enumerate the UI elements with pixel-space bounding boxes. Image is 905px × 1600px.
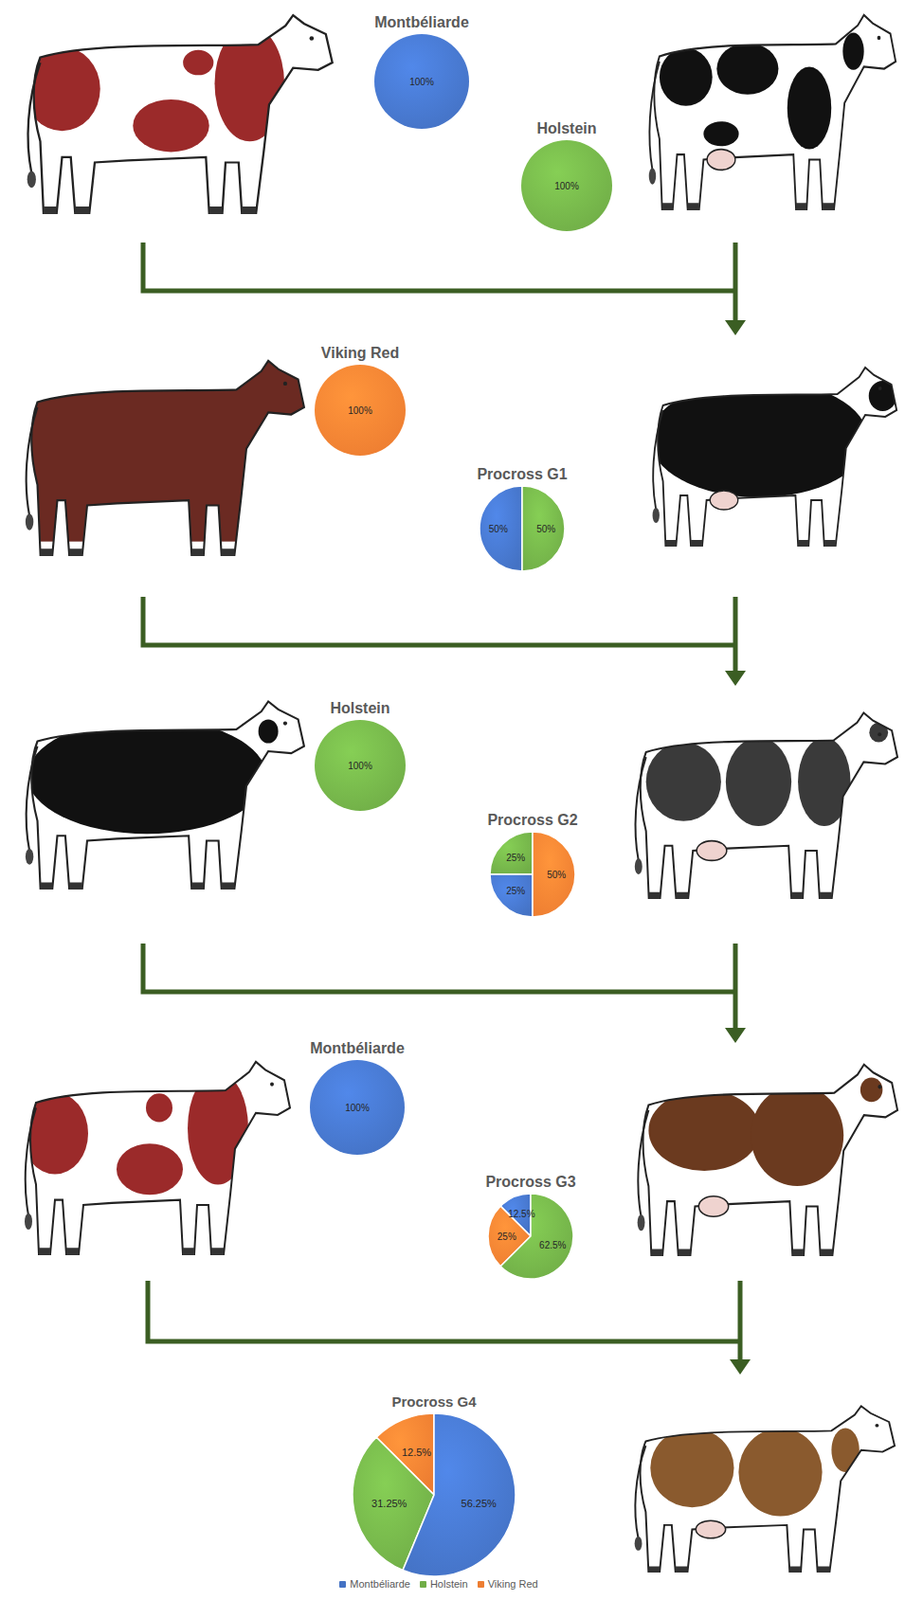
pie: [352, 1413, 516, 1577]
share-label: 100%: [344, 1103, 370, 1114]
pie-chart: Procross G3 12.5% 25% 62.5%: [481, 1173, 580, 1280]
pie-chart: Procross G1 50% 50%: [472, 465, 572, 572]
legend: Montbéliarde Holstein Viking Red: [339, 1578, 538, 1591]
share-label: 100%: [409, 76, 435, 88]
share-label: 56.25%: [461, 1498, 497, 1510]
pie-slice: [479, 486, 523, 572]
pie-slice: [522, 486, 565, 572]
pie-slice: [521, 140, 613, 232]
legend-item: Holstein: [419, 1578, 469, 1591]
breed-heading: Procross G3: [481, 1173, 580, 1193]
pie-chart: Montbéliarde 100%: [370, 13, 473, 129]
share-label: 62.5%: [539, 1240, 566, 1251]
legend-text: Viking Red: [488, 1578, 539, 1591]
breed-heading: Montbéliarde: [370, 13, 473, 33]
montbeliarde-bull: [21, 1062, 290, 1256]
legend-text: Montbéliarde: [349, 1578, 411, 1591]
share-label: 50%: [546, 869, 566, 881]
pie-slice: [314, 720, 406, 812]
procross-g3-cow: [637, 1065, 898, 1257]
share-label: 25%: [506, 886, 525, 897]
pie-slice: [309, 1060, 405, 1156]
pie-slice: [402, 1413, 516, 1577]
pie-chart: Holstein 100%: [310, 699, 410, 812]
share-label: 100%: [347, 760, 373, 772]
breed-heading: Procross G4: [348, 1393, 520, 1412]
pie-chart: Viking Red 100%: [310, 343, 410, 456]
share-label: 12.5%: [401, 1447, 432, 1459]
breed-heading: Montbéliarde: [306, 1039, 409, 1059]
share-label: 12.5%: [507, 1209, 535, 1220]
pie-chart: Procross G2 25% 25% 50%: [483, 811, 582, 918]
breed-heading: Procross G1: [472, 465, 572, 485]
pie-slice: [532, 832, 576, 918]
breed-heading: Holstein: [310, 699, 410, 719]
cross-arrow: [143, 242, 741, 1362]
viking-red-bull: [7, 350, 307, 557]
share-label: 25%: [506, 852, 525, 864]
pie-slice: [489, 832, 533, 875]
legend-text: Holstein: [430, 1578, 469, 1591]
share-label: 25%: [497, 1231, 517, 1243]
procross-g4-cow: [634, 1406, 895, 1574]
pie-slice: [374, 34, 470, 129]
share-label: 100%: [347, 405, 373, 417]
share-label: 50%: [536, 524, 556, 535]
arrowhead: [724, 320, 751, 1376]
breed-heading: Procross G2: [483, 811, 582, 831]
holstein-cow: [649, 15, 896, 211]
share-label: 31.25%: [371, 1498, 407, 1510]
procross-g1-cow: [650, 367, 897, 547]
pie-chart: Holstein 100%: [517, 119, 616, 232]
legend-item: Viking Red: [477, 1578, 539, 1591]
pie-chart: Montbéliarde 100%: [306, 1039, 409, 1156]
breed-heading: Holstein: [517, 119, 616, 139]
legend-swatch: [419, 1581, 427, 1589]
montbeliarde-bull: [23, 15, 332, 215]
share-label: 50%: [488, 524, 508, 535]
pie-chart: Procross G4 12.5% 31.25% 56.25%: [348, 1393, 520, 1577]
pie-slice: [489, 874, 533, 918]
legend-swatch: [477, 1581, 485, 1589]
procross-g2-cow: [634, 712, 898, 900]
legend-item: Montbéliarde: [339, 1578, 411, 1591]
breed-heading: Viking Red: [310, 343, 410, 363]
pie-slice: [314, 364, 406, 456]
legend-swatch: [339, 1581, 346, 1589]
holstein-bull: [25, 702, 305, 890]
share-label: 100%: [554, 181, 580, 192]
